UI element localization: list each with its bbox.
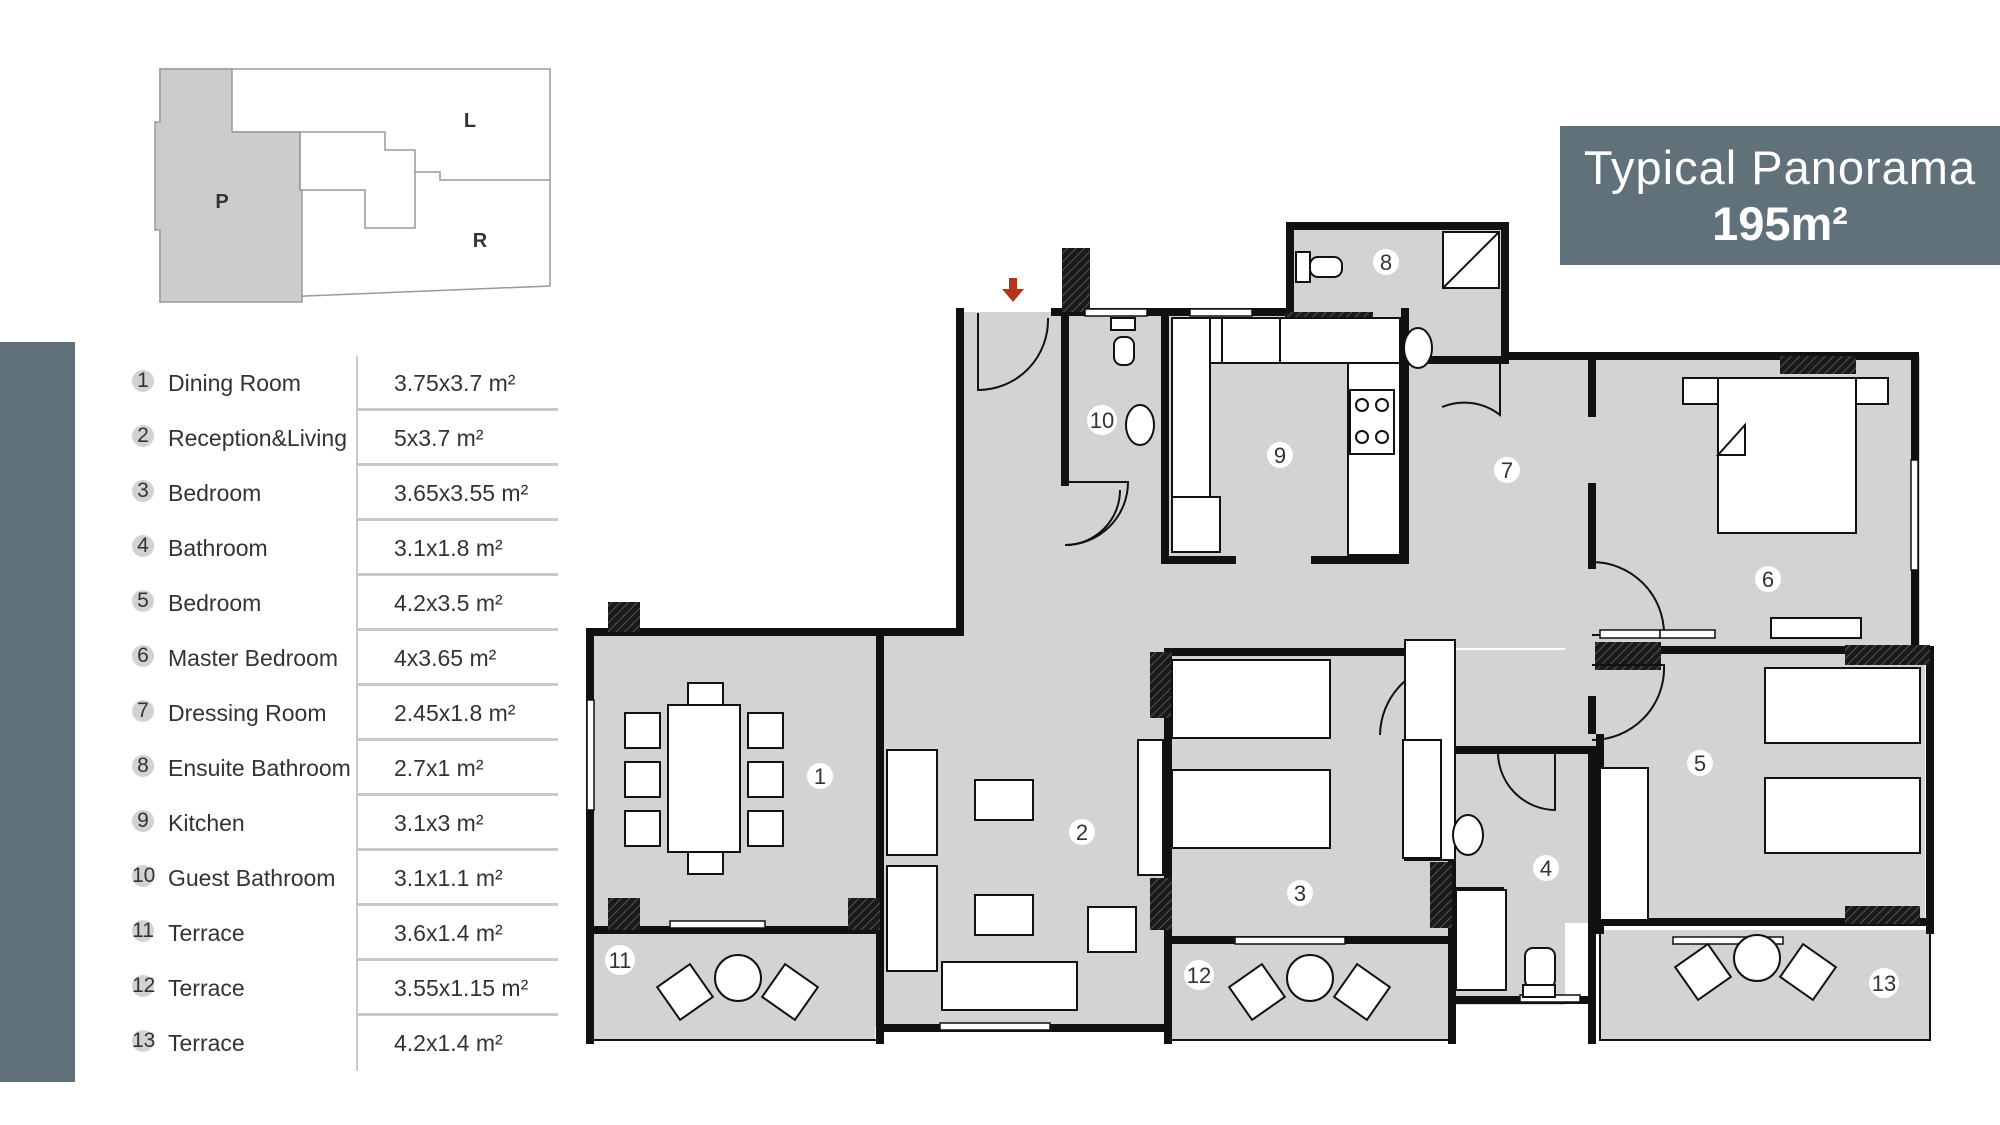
room-label-5: 5 bbox=[1694, 751, 1706, 776]
windows bbox=[586, 308, 1919, 1031]
room-name: Terrace bbox=[168, 920, 245, 946]
room-dimensions: 2.7x1 m² bbox=[394, 755, 484, 781]
schedule-row: 7 Dressing Room 2.45x1.8 m² bbox=[128, 686, 558, 741]
room-dimensions: 3.6x1.4 m² bbox=[394, 920, 503, 946]
room-dimensions: 4.2x3.5 m² bbox=[394, 590, 503, 616]
key-plan-zone-divider bbox=[232, 131, 550, 229]
key-plan-label-r: R bbox=[473, 230, 488, 252]
room-name: Bathroom bbox=[168, 535, 268, 561]
room-name: Bedroom bbox=[168, 590, 262, 616]
entrance-arrow-icon bbox=[1002, 278, 1024, 302]
room-number-badge: 12 bbox=[132, 974, 156, 997]
room-dimensions: 4x3.65 m² bbox=[394, 645, 497, 671]
room-number-badge: 13 bbox=[132, 1029, 156, 1052]
room-dimensions: 3.55x1.15 m² bbox=[394, 975, 529, 1001]
room-dimensions: 3.1x3 m² bbox=[394, 810, 484, 836]
key-plan: L P R bbox=[154, 68, 551, 303]
room-name: Kitchen bbox=[168, 810, 245, 836]
schedule-row: 5 Bedroom 4.2x3.5 m² bbox=[128, 576, 558, 631]
schedule-row: 9 Kitchen 3.1x3 m² bbox=[128, 796, 558, 851]
room-name: Dining Room bbox=[168, 370, 301, 396]
title-box: Typical Panorama 195m² bbox=[1560, 126, 2000, 265]
living-room-furniture bbox=[886, 739, 1164, 1011]
room-name: Terrace bbox=[168, 1030, 245, 1056]
room-label-4: 4 bbox=[1540, 856, 1552, 881]
room-label-7: 7 bbox=[1501, 458, 1513, 483]
schedule-row: 2 Reception&Living 5x3.7 m² bbox=[128, 411, 558, 466]
room-label-12: 12 bbox=[1187, 963, 1211, 988]
key-plan-zone-divider-top bbox=[300, 131, 416, 172]
room-name: Master Bedroom bbox=[168, 645, 339, 671]
room-number-badge: 2 bbox=[132, 425, 154, 447]
schedule-row: 11 Terrace 3.6x1.4 m² bbox=[128, 906, 558, 961]
schedule-row: 10 Guest Bathroom 3.1x1.1 m² bbox=[128, 851, 558, 906]
room-label-9: 9 bbox=[1274, 443, 1286, 468]
room-dimensions: 5x3.7 m² bbox=[394, 425, 484, 451]
room-label-8: 8 bbox=[1380, 250, 1392, 275]
room-dimensions: 2.45x1.8 m² bbox=[394, 700, 516, 726]
room-label-3: 3 bbox=[1294, 881, 1306, 906]
dining-table-set bbox=[624, 682, 784, 875]
room-number-badge: 8 bbox=[132, 755, 154, 777]
bedroom-5-furniture bbox=[1599, 667, 1921, 921]
room-number-badge: 1 bbox=[132, 370, 154, 392]
plan-title: Typical Panorama bbox=[1583, 141, 1977, 194]
schedule-row: 8 Ensuite Bathroom 2.7x1 m² bbox=[128, 741, 558, 796]
room-dimensions: 3.75x3.7 m² bbox=[394, 370, 516, 396]
key-plan-label-p: P bbox=[215, 191, 228, 213]
room-name: Terrace bbox=[168, 975, 245, 1001]
room-name: Ensuite Bathroom bbox=[168, 755, 351, 781]
schedule-row: 4 Bathroom 3.1x1.8 m² bbox=[128, 521, 558, 576]
room-schedule: 1 Dining Room 3.75x3.7 m² 2 Reception&Livin… bbox=[128, 356, 558, 1071]
room-dimensions: 3.1x1.1 m² bbox=[394, 865, 503, 891]
bedroom-3-furniture bbox=[1171, 659, 1442, 859]
master-bedroom-furniture bbox=[1682, 377, 1889, 639]
schedule-row: 6 Master Bedroom 4x3.65 m² bbox=[128, 631, 558, 686]
room-number-badge: 7 bbox=[132, 700, 154, 722]
room-label-6: 6 bbox=[1762, 567, 1774, 592]
room-number-badge: 6 bbox=[132, 645, 154, 667]
kitchen-fittings bbox=[1171, 317, 1401, 556]
door-swings bbox=[977, 313, 1666, 812]
room-name: Reception&Living bbox=[168, 425, 348, 451]
room-dimensions: 3.1x1.8 m² bbox=[394, 535, 503, 561]
plan-area: 195m² bbox=[1712, 197, 1848, 250]
key-plan-label-l: L bbox=[464, 110, 476, 132]
side-accent-bar bbox=[0, 342, 75, 1082]
room-number-badge: 4 bbox=[132, 535, 154, 557]
room-label-1: 1 bbox=[814, 764, 826, 789]
room-number-badge: 3 bbox=[132, 480, 154, 502]
room-labels: 1 2 3 4 5 6 7 8 9 10 11 12 13 bbox=[605, 249, 1899, 998]
room-dimensions: 3.65x3.55 m² bbox=[394, 480, 529, 506]
room-label-11: 11 bbox=[609, 948, 632, 973]
schedule-row: 13 Terrace 4.2x1.4 m² bbox=[128, 1016, 558, 1071]
schedule-row: 1 Dining Room 3.75x3.7 m² bbox=[128, 356, 558, 411]
room-dimensions: 4.2x1.4 m² bbox=[394, 1030, 503, 1056]
room-number-badge: 9 bbox=[132, 810, 154, 832]
room-number-badge: 11 bbox=[132, 919, 154, 942]
room-number-badge: 5 bbox=[132, 590, 154, 612]
schedule-row: 12 Terrace 3.55x1.15 m² bbox=[128, 961, 558, 1016]
room-label-2: 2 bbox=[1076, 820, 1088, 845]
room-number-badge: 10 bbox=[132, 864, 156, 887]
room-label-10: 10 bbox=[1090, 408, 1114, 433]
terrace-furniture bbox=[655, 934, 1838, 1022]
schedule-row: 3 Bedroom 3.65x3.55 m² bbox=[128, 466, 558, 521]
room-label-13: 13 bbox=[1872, 971, 1896, 996]
room-name: Bedroom bbox=[168, 480, 262, 506]
room-name: Guest Bathroom bbox=[168, 865, 336, 891]
room-name: Dressing Room bbox=[168, 700, 327, 726]
